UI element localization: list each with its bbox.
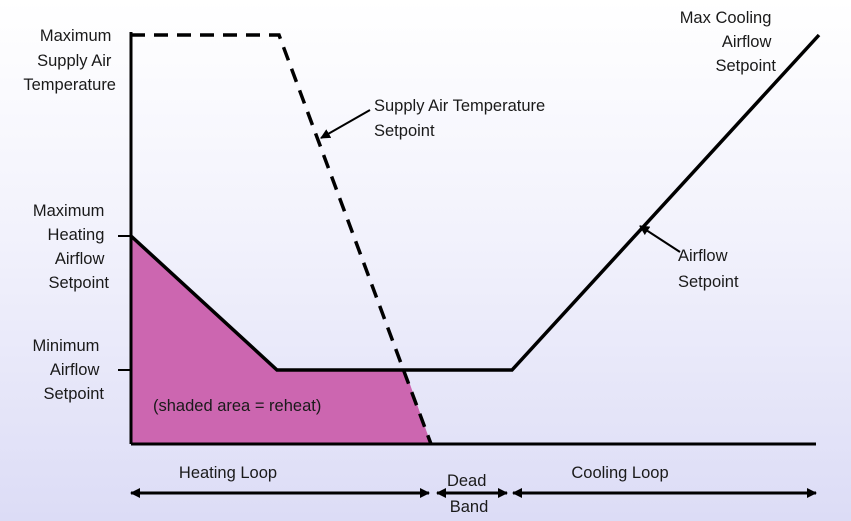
heating-loop-label: Heating Loop: [179, 464, 277, 482]
dead-band-label: Dead Band: [447, 472, 491, 516]
max-heating-airflow-label: Maximum Heating Airflow Setpoint: [33, 202, 110, 292]
supply-air-temp-setpoint-line: [131, 33, 433, 445]
max-cooling-airflow-label: Max Cooling Airflow Setpoint: [680, 9, 777, 75]
supply-air-temp-pointer: [320, 109, 371, 139]
airflow-setpoint-pointer: [639, 225, 681, 253]
airflow-setpoint-label: Airflow Setpoint: [678, 247, 739, 291]
min-airflow-label: Minimum Airflow Setpoint: [32, 337, 104, 403]
max-supply-air-temp-label: Maximum Supply Air Temperature: [23, 27, 116, 94]
cooling-loop-label: Cooling Loop: [571, 464, 668, 482]
airflow-setpoint-line: [129, 33, 821, 372]
shaded-area-note: (shaded area = reheat): [153, 397, 321, 415]
reheat-shaded-area: [131, 236, 431, 444]
supply-air-temp-setpoint-label: Supply Air Temperature Setpoint: [374, 97, 550, 140]
